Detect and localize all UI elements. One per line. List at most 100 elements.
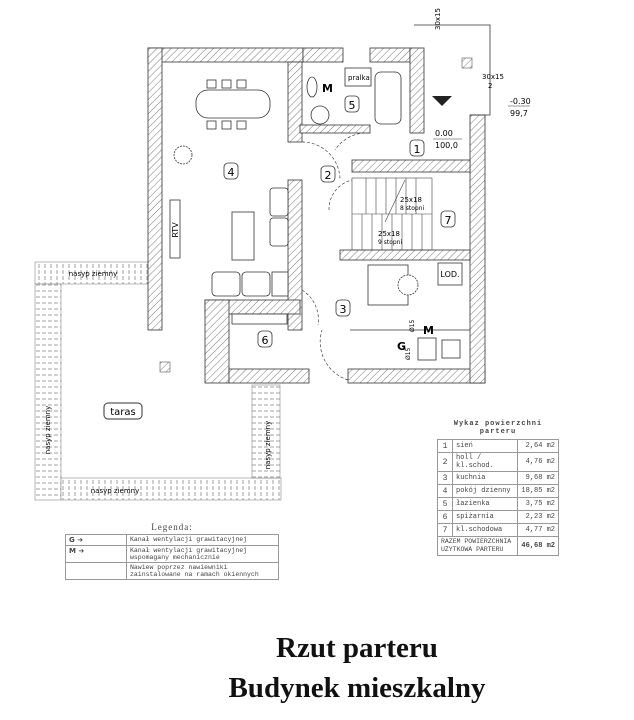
legend-text: Nawiew poprzez nawiewniki zainstalowane … — [126, 562, 279, 580]
cooker — [417, 337, 437, 361]
fridge — [437, 262, 463, 286]
legend-symbol — [65, 562, 127, 580]
room-name: holl / kl.schod. — [451, 452, 519, 472]
room-num: 6 — [437, 510, 453, 524]
room-num: 1 — [437, 439, 453, 453]
stairs-lower-steps: 9 stopni — [378, 239, 402, 246]
room-number-5: 5 — [349, 99, 356, 112]
level-zero-bottom: 100,0 — [435, 141, 458, 150]
room-num: 3 — [437, 471, 453, 485]
entrance-outline — [414, 24, 491, 116]
floor-plan: taras nasyp ziemny nasyp ziemny nasyp zi… — [34, 8, 531, 501]
bathtub — [374, 71, 402, 125]
dining-table — [195, 89, 271, 119]
room-area: 4,76 m2 — [517, 452, 559, 472]
legend-row: M ➔Kanał wentylacji grawitacyjnej wspoma… — [65, 545, 279, 563]
total-value: 46,68 m2 — [517, 536, 559, 556]
terrace: taras nasyp ziemny nasyp ziemny nasyp zi… — [34, 261, 282, 501]
room-numbers — [223, 95, 456, 348]
walls — [147, 47, 486, 384]
room-name: sień — [451, 439, 519, 453]
chimney-dim-2: 30x15 — [482, 73, 504, 81]
doors — [301, 132, 371, 381]
legend-text: Kanał wentylacji grawitacyjnej — [126, 534, 279, 546]
room-area: 18,85 m2 — [517, 484, 559, 498]
title-line-1: Rzut parteru — [276, 632, 438, 664]
room-num: 5 — [437, 497, 453, 511]
room-area: 2,64 m2 — [517, 439, 559, 453]
vent-g-kitchen: G — [397, 340, 406, 353]
room-name: kl.schodowa — [451, 523, 519, 537]
kitchen-sink — [441, 339, 461, 359]
vent-m-bathroom: M — [322, 82, 333, 95]
washing-machine-label: pralka — [348, 74, 370, 82]
level-exterior-bottom: 99,7 — [510, 109, 528, 118]
room-number-7: 7 — [445, 214, 452, 227]
room-area: 2,23 m2 — [517, 510, 559, 524]
nasyp-label-right: nasyp ziemny — [264, 421, 272, 470]
room-number-1: 1 — [414, 143, 421, 156]
legend-symbol: M ➔ — [65, 545, 127, 563]
chimney-dim-2b: 2 — [488, 82, 492, 90]
room-name: kuchnia — [451, 471, 519, 485]
room-number-4: 4 — [228, 166, 235, 179]
plant-icon — [173, 145, 193, 165]
terrace-label: taras — [110, 407, 136, 418]
vent-diameter-1: Ø15 — [409, 319, 416, 332]
kitchen-table — [367, 264, 409, 306]
legend-title: Legenda: — [151, 522, 193, 532]
total-label: RAZEM POWIERZCHNIA UŻYTKOWA PARTERU — [436, 536, 519, 556]
entrance-arrow-icon — [432, 96, 452, 106]
level-exterior-top: -0.30 — [510, 97, 531, 106]
room-area: 3,75 m2 — [517, 497, 559, 511]
title-line-2: Budynek mieszkalny — [228, 672, 486, 704]
room-num: 2 — [437, 452, 453, 472]
chimney-icon — [461, 57, 473, 69]
level-zero-top: 0.00 — [435, 129, 453, 138]
stairs-lower-dim: 25x18 — [378, 230, 400, 238]
chimney-dim-1: 30x15 — [434, 8, 442, 30]
sink-icon — [306, 76, 318, 98]
room-name: pokój dzienny — [451, 484, 519, 498]
nasyp-label-left: nasyp ziemny — [44, 406, 52, 455]
room-name: łazienka — [451, 497, 519, 511]
legend: Legenda: G ➔Kanał wentylacji grawitacyjn… — [65, 522, 279, 580]
tv-label: RTV — [171, 222, 180, 238]
room-num: 7 — [437, 523, 453, 537]
furniture — [169, 67, 470, 361]
vent-m-kitchen: M — [423, 324, 434, 337]
legend-row: G ➔Kanał wentylacji grawitacyjnej — [65, 534, 279, 546]
drawing-titles: Rzut parteru Budynek mieszkalny — [0, 628, 634, 708]
room-number-3: 3 — [340, 303, 347, 316]
nasyp-label-top: nasyp ziemny — [69, 270, 118, 278]
stairs-upper-dim: 25x18 — [400, 196, 422, 204]
stairs-upper-steps: 8 stopni — [400, 205, 424, 212]
tv-cabinet — [169, 199, 181, 259]
room-name: spiżarnia — [451, 510, 519, 524]
legend-symbol: G ➔ — [65, 534, 127, 546]
fridge-label: LOD. — [440, 270, 459, 279]
room-number-6: 6 — [262, 334, 269, 347]
room-number-2: 2 — [325, 169, 332, 182]
legend-row: Nawiew poprzez nawiewniki zainstalowane … — [65, 562, 279, 580]
room-num: 4 — [437, 484, 453, 498]
toilet-icon — [310, 105, 330, 125]
vent-diameter-2: Ø15 — [405, 347, 412, 360]
washing-machine — [344, 67, 372, 87]
room-area: 4,77 m2 — [517, 523, 559, 537]
nasyp-label-bottom: nasyp ziemny — [91, 487, 140, 495]
area-table-title: Wykaz powierzchni parteru — [453, 420, 543, 436]
coffee-table — [231, 211, 255, 261]
staircase — [351, 177, 433, 251]
room-area: 9,68 m2 — [517, 471, 559, 485]
legend-text: Kanał wentylacji grawitacyjnej wspomagan… — [126, 545, 279, 563]
